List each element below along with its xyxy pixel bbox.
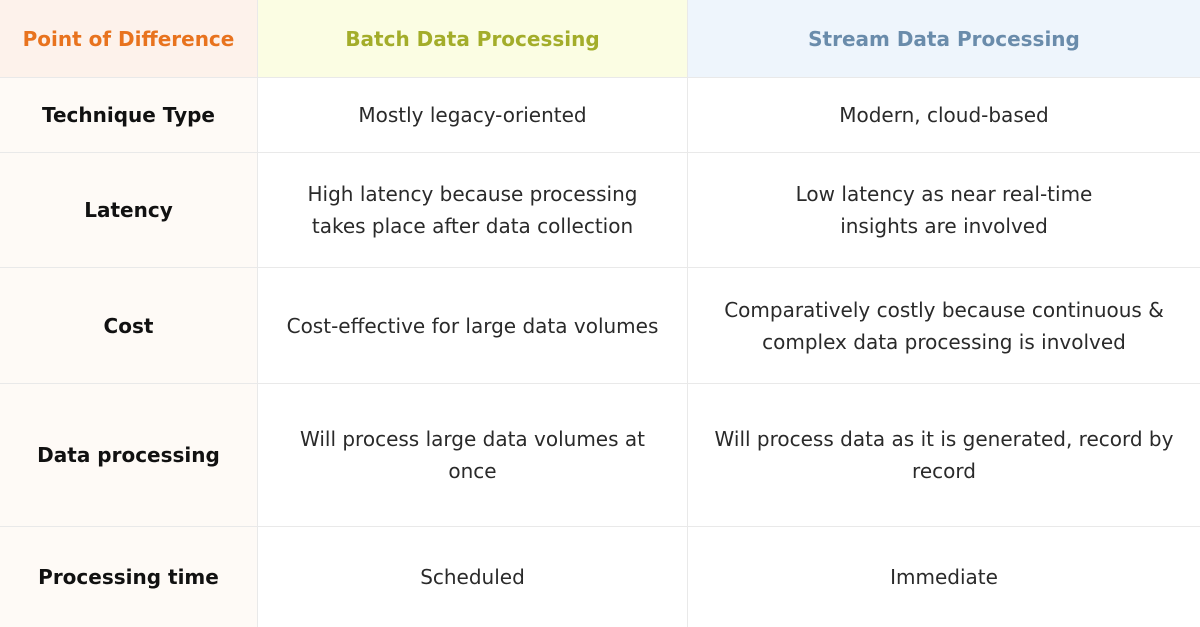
stream-data-processing: Will process data as it is generated, re… (688, 384, 1200, 527)
stream-processing-time: Immediate (688, 527, 1200, 627)
batch-data-processing: Will process large data volumes at once (258, 384, 688, 527)
stream-cost: Comparatively costly because continuous … (688, 268, 1200, 384)
header-batch-processing: Batch Data Processing (258, 0, 688, 78)
batch-latency: High latency because processing takes pl… (258, 153, 688, 268)
row-label-cost: Cost (0, 268, 258, 384)
batch-technique-type: Mostly legacy-oriented (258, 78, 688, 153)
header-stream-processing: Stream Data Processing (688, 0, 1200, 78)
row-label-technique-type: Technique Type (0, 78, 258, 153)
batch-cost: Cost-effective for large data volumes (258, 268, 688, 384)
stream-technique-type: Modern, cloud-based (688, 78, 1200, 153)
row-label-latency: Latency (0, 153, 258, 268)
batch-processing-time: Scheduled (258, 527, 688, 627)
stream-latency: Low latency as near real-time insights a… (688, 153, 1200, 268)
row-label-processing-time: Processing time (0, 527, 258, 627)
header-point-of-difference: Point of Difference (0, 0, 258, 78)
row-label-data-processing: Data processing (0, 384, 258, 527)
